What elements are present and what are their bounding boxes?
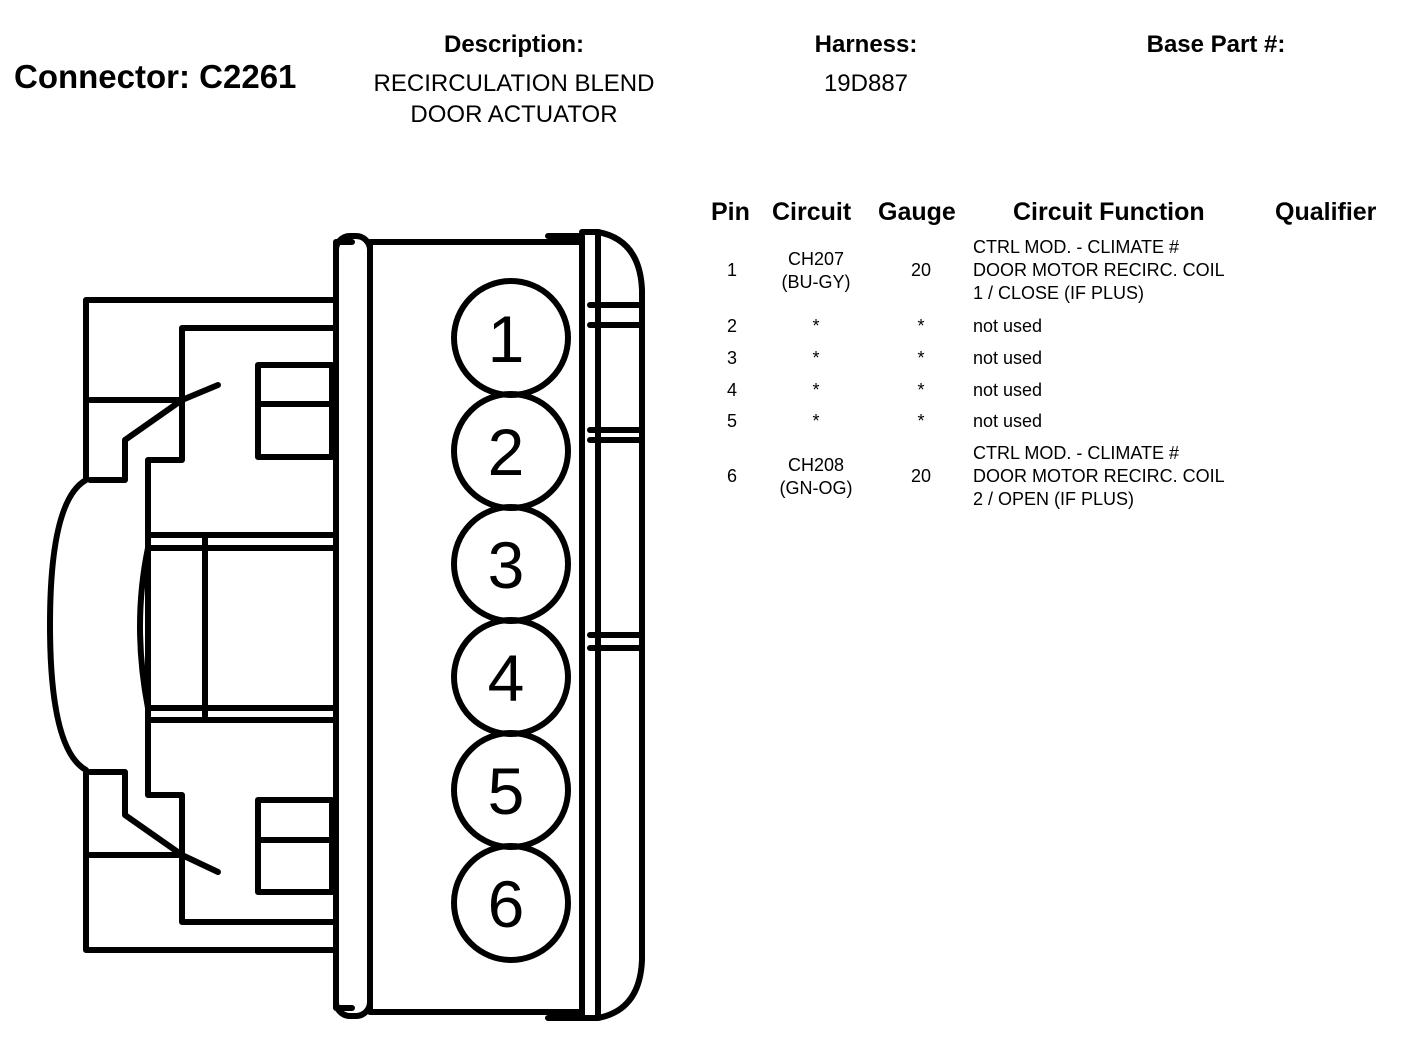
function-line-2: DOOR MOTOR RECIRC. COIL xyxy=(973,260,1225,280)
pin-6-label: 6 xyxy=(488,867,525,941)
table-row-5-function: not used xyxy=(973,411,1043,431)
col-head-gauge: Gauge xyxy=(878,198,956,226)
right-latch-frame xyxy=(579,229,645,1021)
circuit-code: CH208 xyxy=(787,455,845,475)
left-inner-bottom xyxy=(87,852,339,925)
table-row-3-function: not used xyxy=(973,348,1043,368)
clip-line xyxy=(179,382,221,403)
function-line-1: CTRL MOD. - CLIMATE # xyxy=(973,237,1180,257)
table-row-1-pin: 1 xyxy=(726,260,737,280)
function-line-1: CTRL MOD. - CLIMATE # xyxy=(973,443,1180,463)
description-value: RECIRCULATION BLEND DOOR ACTUATOR xyxy=(334,68,694,130)
housing-edge-lines xyxy=(545,233,585,1021)
table-row-2-gauge: * xyxy=(917,316,925,336)
col-head-circuit: Circuit xyxy=(772,198,852,226)
center-block xyxy=(145,532,339,723)
harness-label: Harness: xyxy=(814,31,918,58)
function-line-3: 2 / OPEN (IF PLUS) xyxy=(973,489,1135,509)
table-row-3-circuit: * xyxy=(812,348,820,368)
table-row-4-gauge: * xyxy=(917,380,925,400)
circuit-color: (GN-OG) xyxy=(779,478,853,498)
base-part-label: Base Part #: xyxy=(1146,31,1286,58)
table-row-6-gauge: 20 xyxy=(910,466,932,486)
table-row-1-gauge: 20 xyxy=(910,260,932,280)
table-row-3-gauge: * xyxy=(917,348,925,368)
table-row-4-circuit: * xyxy=(812,380,820,400)
col-head-pin: Pin xyxy=(711,198,750,226)
pin-1-label: 1 xyxy=(488,302,525,376)
function-line-2: DOOR MOTOR RECIRC. COIL xyxy=(973,466,1225,486)
connector-housing xyxy=(367,239,585,1015)
circuit-code: CH207 xyxy=(787,249,845,269)
housing-left-edge xyxy=(333,233,373,1019)
table-row-5-pin: 5 xyxy=(726,411,737,431)
clip-line xyxy=(87,769,185,858)
table-row-3-pin: 3 xyxy=(726,348,737,368)
center-block-curve xyxy=(137,545,151,711)
table-row-2-pin: 2 xyxy=(726,316,737,336)
pin-2-label: 2 xyxy=(488,415,525,489)
pin-4-label: 4 xyxy=(488,641,525,715)
col-head-circuit-function: Circuit Function xyxy=(1013,198,1205,226)
connector-title: Connector: C2261 xyxy=(14,58,297,95)
left-inner-top xyxy=(87,325,339,403)
clip-line xyxy=(145,397,185,538)
function-line-3: 1 / CLOSE (IF PLUS) xyxy=(973,283,1145,303)
left-body-outline xyxy=(47,297,339,953)
table-row-6-circuit: CH208 (GN-OG) xyxy=(766,454,866,500)
table-row-4-function: not used xyxy=(973,380,1043,400)
circuit-color: (BU-GY) xyxy=(781,272,851,292)
clip-line xyxy=(179,852,221,875)
table-row-2-circuit: * xyxy=(812,316,820,336)
description-line-1: RECIRCULATION BLEND xyxy=(373,70,655,97)
table-row-4-pin: 4 xyxy=(726,380,737,400)
description-line-2: DOOR ACTUATOR xyxy=(410,101,618,128)
col-head-qualifier: Qualifier xyxy=(1275,198,1377,226)
description-label: Description: xyxy=(443,31,584,58)
pin-5-label: 5 xyxy=(488,754,525,828)
table-row-5-circuit: * xyxy=(812,411,820,431)
pin-3-label: 3 xyxy=(488,528,525,602)
table-row-5-gauge: * xyxy=(917,411,925,431)
clip-line xyxy=(145,717,185,858)
table-row-6-function: CTRL MOD. - CLIMATE # DOOR MOTOR RECIRC.… xyxy=(973,442,1225,511)
table-row-1-function: CTRL MOD. - CLIMATE # DOOR MOTOR RECIRC.… xyxy=(973,236,1225,305)
table-row-6-pin: 6 xyxy=(726,466,737,486)
table-row-1-circuit: CH207 (BU-GY) xyxy=(766,248,866,294)
clip-line xyxy=(87,397,185,483)
harness-value: 19D887 xyxy=(823,70,909,97)
pin-6-circle xyxy=(451,843,571,963)
window-top xyxy=(255,362,335,460)
window-bottom xyxy=(255,797,335,895)
table-row-2-function: not used xyxy=(973,316,1043,336)
